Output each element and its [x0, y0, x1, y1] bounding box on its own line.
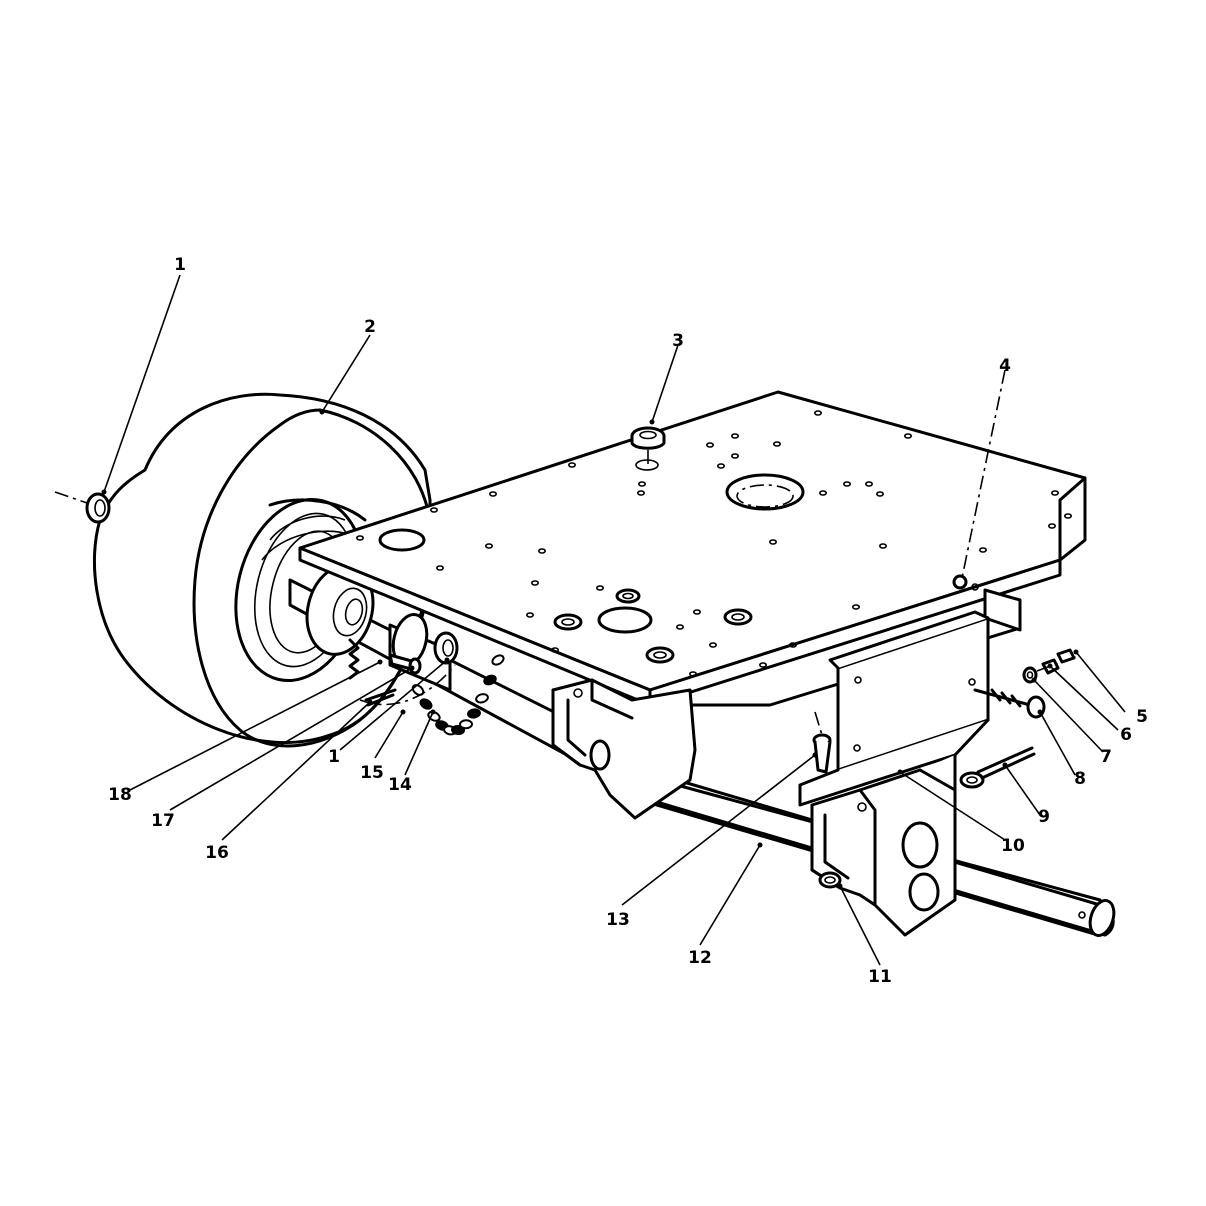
leader-lines	[101, 274, 1126, 966]
top-bushing	[630, 426, 666, 470]
nut-4	[952, 574, 979, 591]
callout-4: 4	[999, 356, 1011, 376]
callout-13: 13	[606, 910, 630, 930]
hub-assembly	[305, 564, 452, 692]
left-axle-bracket	[551, 678, 697, 820]
callout-8: 8	[1074, 769, 1086, 789]
callout-3: 3	[672, 331, 684, 351]
bolt-13	[812, 711, 832, 774]
washer-left	[54, 491, 111, 524]
callout-18: 18	[108, 785, 132, 805]
callout-17: 17	[151, 811, 175, 831]
right-axle-bracket	[810, 768, 957, 937]
callout-5: 5	[1136, 707, 1148, 727]
callout-12: 12	[688, 948, 712, 968]
callout-14: 14	[388, 775, 412, 795]
callout-1-top: 1	[174, 255, 186, 275]
callout-7: 7	[1100, 747, 1112, 767]
callout-2: 2	[364, 317, 376, 337]
callout-6: 6	[1120, 725, 1132, 745]
callout-11: 11	[868, 967, 892, 987]
mount-plate	[798, 610, 990, 807]
wheel-tire	[92, 392, 434, 748]
callout-9: 9	[1038, 807, 1050, 827]
callout-10: 10	[1001, 836, 1025, 856]
callout-labels: 1 2 3 4 5 6 7 8 9 10 11 12 13 14 15 1 16…	[108, 255, 1148, 987]
bolt-hardware	[973, 648, 1081, 719]
plate-mounting-holes	[355, 410, 1073, 677]
pin-9	[959, 746, 1036, 789]
hub-small-parts	[348, 631, 459, 707]
callout-15: 15	[360, 763, 384, 783]
callout-16: 16	[205, 843, 229, 863]
callout-1-lower: 1	[328, 747, 340, 767]
